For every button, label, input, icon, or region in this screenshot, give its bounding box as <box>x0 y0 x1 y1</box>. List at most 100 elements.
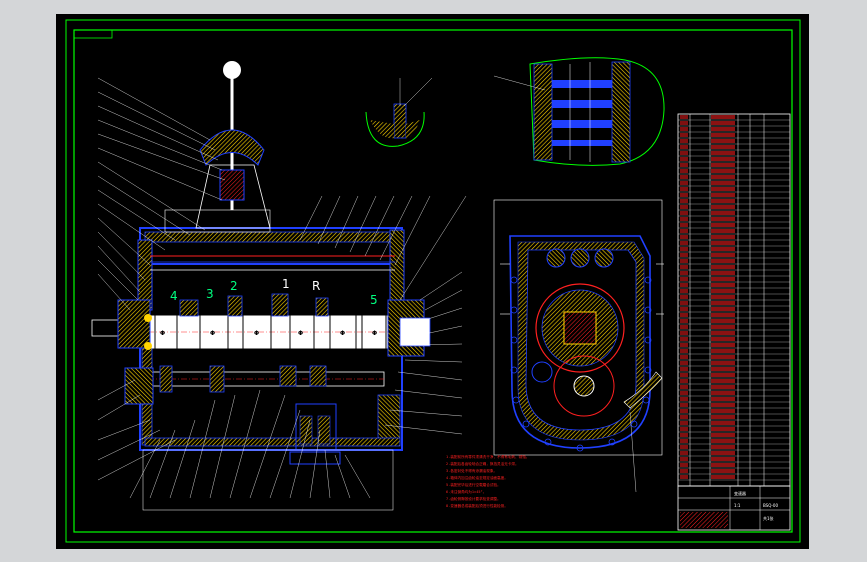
parts-list-index-mark <box>680 271 688 275</box>
parts-list-entry-mark <box>711 379 735 383</box>
detail-view-cup <box>365 77 433 147</box>
parts-list-index-mark <box>680 433 688 437</box>
parts-list-index-mark <box>680 301 688 305</box>
title-drawing-name: 变速器 <box>734 490 746 496</box>
parts-list-entry-mark <box>711 385 735 389</box>
parts-list-index-mark <box>680 445 688 449</box>
parts-list-entry-mark <box>711 433 735 437</box>
gear-label-reverse: R <box>312 279 320 293</box>
parts-list-entry-mark <box>711 397 735 401</box>
parts-list-index-mark <box>680 415 688 419</box>
main-section-view: Φ Φ Φ Φ Φ Φ 4 3 <box>91 61 467 511</box>
parts-list-index-mark <box>680 145 688 149</box>
detail-view-partial-section <box>493 57 665 166</box>
parts-list-entry-mark <box>711 301 735 305</box>
parts-list-index-mark <box>680 439 688 443</box>
parts-list-index-mark <box>680 193 688 197</box>
parts-list-index-mark <box>680 241 688 245</box>
parts-list-entry-mark <box>711 445 735 449</box>
parts-list-index-mark <box>680 217 688 221</box>
gear-label-4: 4 <box>170 289 178 303</box>
tech-note-7: 7.齿轮侧隙按设计要求检查调整。 <box>446 496 501 501</box>
parts-list-entry-mark <box>711 331 735 335</box>
parts-list-index-mark <box>680 187 688 191</box>
parts-list-entry-mark <box>711 115 735 119</box>
parts-list-index-mark <box>680 451 688 455</box>
parts-list-entry-mark <box>711 229 735 233</box>
parts-list-index-mark <box>680 331 688 335</box>
side-view <box>493 199 664 493</box>
parts-list-index-mark <box>680 115 688 119</box>
parts-list-index-mark <box>680 385 688 389</box>
parts-list-index-mark <box>680 181 688 185</box>
tech-note-2: 2.装配后各齿轮啮合正确，换挡灵活无卡滞。 <box>446 461 519 466</box>
title-scale: 1:1 <box>734 503 741 508</box>
parts-list-entry-mark <box>711 271 735 275</box>
parts-list-index-mark <box>680 373 688 377</box>
parts-list-index-mark <box>680 475 688 479</box>
parts-list-index-mark <box>680 133 688 137</box>
svg-text:Φ: Φ <box>298 330 303 337</box>
parts-list-entry-mark <box>711 373 735 377</box>
parts-list-index-mark <box>680 391 688 395</box>
inner-border <box>73 29 793 533</box>
parts-list-entry-mark <box>711 151 735 155</box>
parts-list-entry-mark <box>711 265 735 269</box>
parts-list-index-mark <box>680 151 688 155</box>
svg-text:Φ: Φ <box>210 330 215 337</box>
parts-list-entry-mark <box>711 157 735 161</box>
outer-border <box>65 19 801 543</box>
parts-list-entry-mark <box>711 121 735 125</box>
parts-list-index-mark <box>680 175 688 179</box>
parts-list-index-mark <box>680 313 688 317</box>
parts-list-index-mark <box>680 205 688 209</box>
parts-list-index-mark <box>680 379 688 383</box>
parts-list-index-mark <box>680 127 688 131</box>
parts-list-index-mark <box>680 409 688 413</box>
parts-list-entry-mark <box>711 277 735 281</box>
gear-label-3: 3 <box>206 287 214 301</box>
parts-list-index-mark <box>680 253 688 257</box>
parts-list-entry-mark <box>711 247 735 251</box>
parts-list-entry-mark <box>711 139 735 143</box>
parts-list-index-mark <box>680 163 688 167</box>
svg-text:Φ: Φ <box>372 330 377 337</box>
parts-list-index-mark <box>680 367 688 371</box>
parts-list-entry-mark <box>711 343 735 347</box>
gear-label-5: 5 <box>370 293 378 307</box>
parts-list-index-mark <box>680 457 688 461</box>
parts-list-index-mark <box>680 463 688 467</box>
parts-list-entry-mark <box>711 127 735 131</box>
parts-list-entry-mark <box>711 409 735 413</box>
parts-list-entry-mark <box>711 415 735 419</box>
parts-list-entry-mark <box>711 211 735 215</box>
parts-list-index-mark <box>680 361 688 365</box>
parts-list-entry-mark <box>711 289 735 293</box>
parts-list-entry-mark <box>711 193 735 197</box>
parts-list-entry-mark <box>711 403 735 407</box>
svg-text:Φ: Φ <box>160 330 165 337</box>
parts-list-index-mark <box>680 289 688 293</box>
parts-list-entry-mark <box>711 253 735 257</box>
parts-list-entry-mark <box>711 163 735 167</box>
title-sheet: 共1张 <box>763 515 774 521</box>
parts-list-entry-mark <box>711 181 735 185</box>
parts-list-index-mark <box>680 337 688 341</box>
parts-list-index-mark <box>680 247 688 251</box>
parts-list-entry-mark <box>711 457 735 461</box>
parts-list-index-mark <box>680 295 688 299</box>
parts-list-index-mark <box>680 265 688 269</box>
parts-list-table <box>677 113 791 487</box>
parts-list-entry-mark <box>711 451 735 455</box>
parts-list-index-mark <box>680 325 688 329</box>
tech-note-8: 8.变速器总成装配后须进行性能检测。 <box>446 503 508 508</box>
parts-list-entry-mark <box>711 145 735 149</box>
parts-list-index-mark <box>680 229 688 233</box>
parts-list-index-mark <box>680 211 688 215</box>
technical-requirements: 1.装配前所有零件须清洗干净，不得有毛刺、锈蚀。 2.装配后各齿轮啮合正确，换挡… <box>446 454 529 508</box>
parts-list-index-mark <box>680 235 688 239</box>
parts-list-index-mark <box>680 157 688 161</box>
parts-list-index-mark <box>680 307 688 311</box>
parts-list-entry-mark <box>711 295 735 299</box>
